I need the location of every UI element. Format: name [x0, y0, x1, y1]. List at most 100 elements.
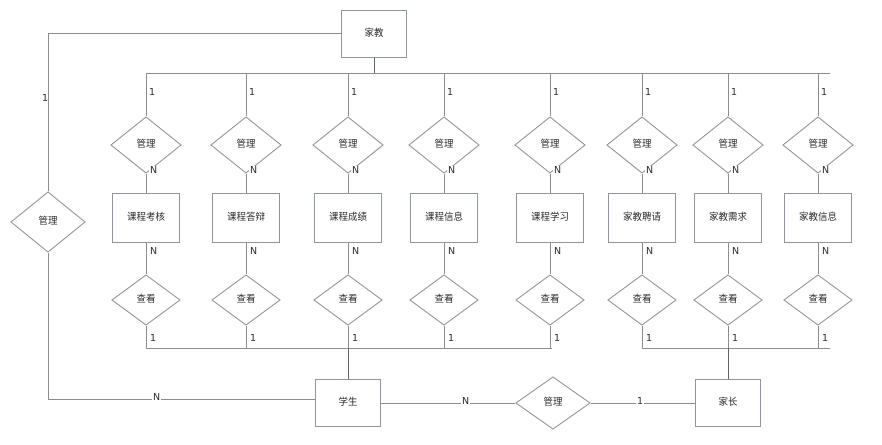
entity-parent[interactable]: 家长 [695, 379, 761, 427]
diamond-shape-icon [515, 274, 585, 326]
cardinality-top-1: 1 [149, 87, 156, 98]
entity-7[interactable]: 家教需求 [694, 193, 762, 243]
relation-manage-4[interactable]: 管理 [408, 116, 480, 174]
connector-entity-to-view-7 [728, 243, 729, 274]
bottom-rail-parent [642, 348, 830, 349]
relation-view-1[interactable]: 查看 [111, 274, 181, 326]
top-bus-line [146, 73, 830, 74]
diamond-shape-icon [782, 116, 854, 174]
connector-left-down-to-manage [48, 33, 49, 191]
relation-manage-2[interactable]: 管理 [210, 116, 282, 174]
cardinality-bottom-1: 1 [149, 333, 158, 344]
cardinality-bottom-6: 1 [645, 333, 654, 344]
connector-view-to-rail-6 [642, 326, 643, 348]
connector-bus-to-manage-8 [818, 73, 819, 116]
relation-manage-5[interactable]: 管理 [514, 116, 586, 174]
relation-view-4[interactable]: 查看 [409, 274, 479, 326]
connector-bus-to-manage-2 [246, 73, 247, 116]
entity-5[interactable]: 课程学习 [516, 193, 584, 243]
relation-view-label-6: 查看 [632, 294, 652, 306]
relation-view-label-4: 查看 [434, 294, 454, 306]
relation-manage-3[interactable]: 管理 [312, 116, 384, 174]
connector-view-to-rail-5 [550, 326, 551, 348]
connector-entity-to-view-5 [550, 243, 551, 274]
cardinality-top-6: 1 [645, 87, 652, 98]
cardinality-low-5: N [553, 246, 563, 257]
cardinality-low-7: N [731, 246, 741, 257]
connector-jiajiao-to-bus [374, 58, 375, 73]
cardinality-mid-6: N [645, 165, 655, 176]
entity-3[interactable]: 课程成绩 [314, 193, 382, 243]
relation-bottom-manage-label: 管理 [543, 397, 563, 409]
entity-4[interactable]: 课程信息 [410, 193, 478, 243]
relation-manage-label-5: 管理 [540, 139, 560, 151]
relation-manage-label-4: 管理 [434, 139, 454, 151]
relation-manage-label-6: 管理 [632, 139, 652, 151]
relation-manage-label-7: 管理 [718, 139, 738, 151]
cardinality-bottom-4: 1 [447, 333, 456, 344]
connector-entity-to-view-1 [146, 243, 147, 274]
relation-manage-8[interactable]: 管理 [782, 116, 854, 174]
relation-view-7[interactable]: 查看 [693, 274, 763, 326]
relation-left-manage-label: 管理 [38, 216, 58, 228]
cardinality-mid-4: N [447, 165, 457, 176]
connector-manage-to-entity-4 [444, 174, 445, 193]
cardinality-left-top: 1 [42, 93, 49, 104]
relation-view-2[interactable]: 查看 [211, 274, 281, 326]
cardinality-bottom-5: 1 [553, 333, 562, 344]
diamond-shape-icon [210, 116, 282, 174]
relation-view-5[interactable]: 查看 [515, 274, 585, 326]
connector-manage-to-entity-6 [642, 174, 643, 193]
relation-bottom-manage[interactable]: 管理 [515, 376, 591, 430]
entity-2[interactable]: 课程答辩 [212, 193, 280, 243]
cardinality-mid-3: N [351, 165, 361, 176]
connector-entity-to-view-6 [642, 243, 643, 274]
diamond-shape-icon [313, 274, 383, 326]
relation-manage-1[interactable]: 管理 [110, 116, 182, 174]
entity-6[interactable]: 家教聘请 [608, 193, 676, 243]
relation-view-3[interactable]: 查看 [313, 274, 383, 326]
diamond-shape-icon [783, 274, 853, 326]
relation-view-label-3: 查看 [338, 294, 358, 306]
diamond-shape-icon [692, 116, 764, 174]
cardinality-low-6: N [645, 246, 655, 257]
cardinality-top-5: 1 [553, 87, 560, 98]
connector-manage-to-entity-7 [728, 174, 729, 193]
connector-student-to-manage [381, 403, 515, 404]
cardinality-top-7: 1 [731, 87, 738, 98]
connector-view-to-rail-8 [818, 326, 819, 348]
relation-view-6[interactable]: 查看 [607, 274, 677, 326]
cardinality-top-8: 1 [821, 87, 828, 98]
relation-manage-label-2: 管理 [236, 139, 256, 151]
diamond-shape-icon [409, 274, 479, 326]
diamond-shape-icon [211, 274, 281, 326]
diamond-shape-icon [10, 191, 86, 253]
entity-1[interactable]: 课程考核 [112, 193, 180, 243]
relation-view-label-8: 查看 [808, 294, 828, 306]
relation-view-label-1: 查看 [136, 294, 156, 306]
entity-8[interactable]: 家教信息 [784, 193, 852, 243]
diamond-shape-icon [693, 274, 763, 326]
relation-view-8[interactable]: 查看 [783, 274, 853, 326]
entity-student[interactable]: 学生 [315, 379, 381, 427]
cardinality-low-1: N [149, 246, 159, 257]
cardinality-low-3: N [351, 246, 361, 257]
relation-manage-label-1: 管理 [136, 139, 156, 151]
connector-entity-to-view-4 [444, 243, 445, 274]
cardinality-left-bottom: N [152, 392, 162, 403]
connector-entity-to-view-8 [818, 243, 819, 274]
relation-manage-6[interactable]: 管理 [606, 116, 678, 174]
relation-manage-label-3: 管理 [338, 139, 358, 151]
connector-left-bottom-h [48, 399, 317, 400]
cardinality-low-2: N [249, 246, 259, 257]
connector-left-manage-down [48, 253, 49, 399]
entity-jiajiao[interactable]: 家教 [341, 10, 407, 58]
cardinality-bottom-3: 1 [351, 333, 360, 344]
connector-manage-to-entity-5 [550, 174, 551, 193]
relation-left-manage[interactable]: 管理 [10, 191, 86, 253]
connector-view-to-rail-4 [444, 326, 445, 348]
diamond-shape-icon [607, 274, 677, 326]
relation-manage-7[interactable]: 管理 [692, 116, 764, 174]
cardinality-mid-7: N [731, 165, 741, 176]
cardinality-top-2: 1 [249, 87, 256, 98]
